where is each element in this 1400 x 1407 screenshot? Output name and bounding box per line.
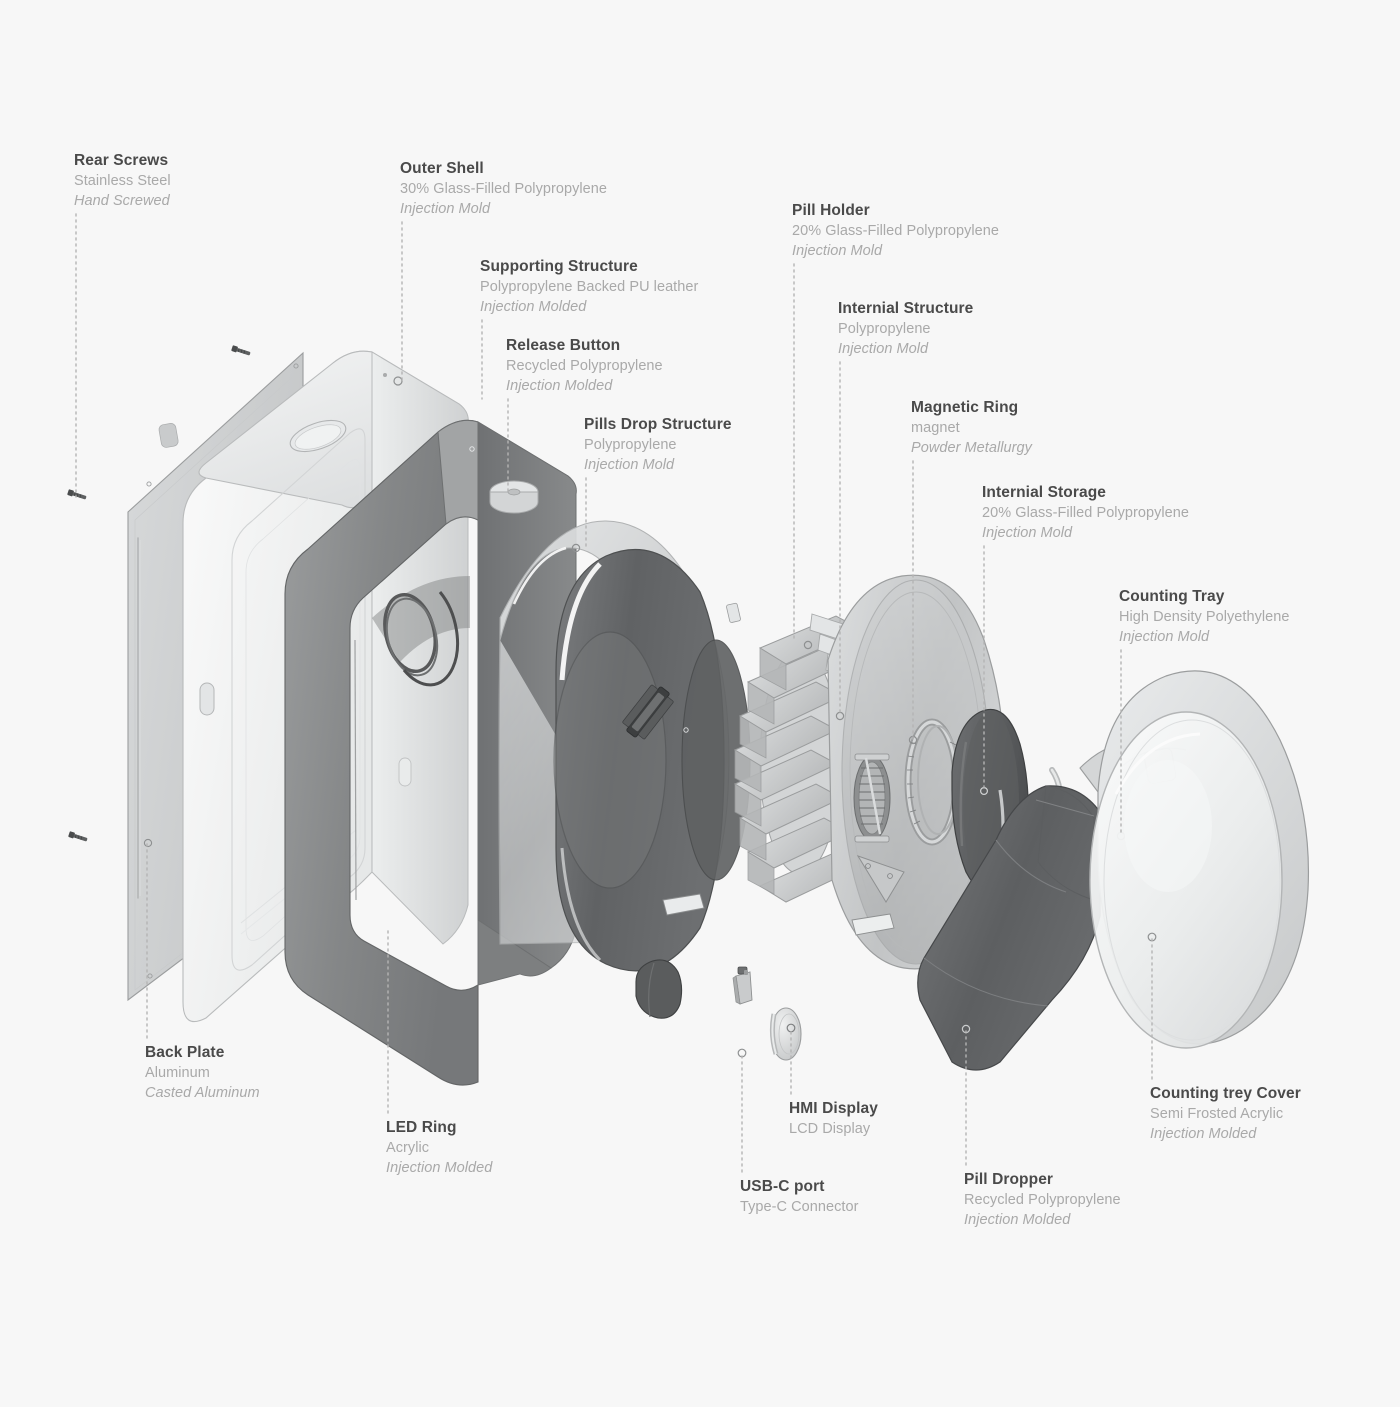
callout-material: Polypropylene: [584, 437, 677, 454]
callout-process: Injection Molded: [1150, 1125, 1257, 1142]
part-hmi-display: [769, 1007, 802, 1061]
callout-title: Counting Tray: [1119, 588, 1225, 605]
callout-title: Pill Holder: [792, 202, 870, 219]
callout-material: magnet: [911, 420, 960, 437]
callout-title: Magnetic Ring: [911, 399, 1019, 416]
callout-title: HMI Display: [789, 1100, 878, 1117]
callout-title: Internial Storage: [982, 484, 1107, 501]
callout-title: USB-C port: [740, 1178, 825, 1195]
callout-title: Outer Shell: [400, 160, 484, 177]
callout-process: Injection Mold: [1119, 628, 1210, 645]
part-internial-structure: [827, 574, 1005, 970]
callout-internial-storage: Internial Storage 20% Glass-Filled Polypr…: [982, 483, 1189, 543]
callout-process: Injection Mold: [982, 524, 1073, 541]
callout-process: Injection Molded: [964, 1211, 1071, 1228]
callout-material: 20% Glass-Filled Polypropylene: [982, 505, 1190, 522]
callout-material: Polypropylene: [838, 321, 931, 338]
callout-process: Injection Mold: [400, 200, 491, 217]
callout-title: LED Ring: [386, 1119, 457, 1136]
callout-pill-holder: Pill Holder 20% Glass-Filled Polypropylen…: [792, 201, 999, 261]
callout-process: Injection Mold: [792, 242, 883, 259]
callout-process: Injection Mold: [584, 456, 675, 473]
callout-outer-shell: Outer Shell 30% Glass-Filled Polypropylen…: [400, 159, 607, 219]
callout-material: 30% Glass-Filled Polypropylene: [400, 181, 608, 198]
leader-lines: [75, 213, 1153, 1173]
callout-material: Stainless Steel: [74, 173, 171, 190]
part-usb-c-port: [732, 966, 753, 1058]
callout-process: Injection Molded: [480, 298, 587, 315]
callout-material: LCD Display: [789, 1121, 871, 1138]
callout-process: Powder Metallurgy: [911, 439, 1032, 456]
callout-process: Injection Molded: [506, 377, 613, 394]
callout-material: High Density Polyethylene: [1119, 609, 1290, 626]
part-pills-drop-structure: [553, 548, 751, 972]
detail-snap-ring: [383, 591, 460, 687]
callout-title: Rear Screws: [74, 152, 169, 169]
part-release-button: [635, 959, 683, 1019]
callout-title: Supporting Structure: [480, 258, 638, 275]
callout-material: Aluminum: [145, 1065, 210, 1082]
callout-material: Recycled Polypropylene: [506, 358, 663, 375]
callout-material: Type-C Connector: [740, 1199, 859, 1216]
part-rear-screws: [67, 345, 251, 842]
callout-material: Acrylic: [386, 1140, 430, 1157]
callout-title: Release Button: [506, 337, 621, 354]
part-pill-holder: [733, 613, 893, 903]
callout-process: Casted Aluminum: [145, 1084, 260, 1101]
callout-title: Pill Dropper: [964, 1171, 1054, 1188]
callout-title: Internial Structure: [838, 300, 974, 317]
callout-material: Semi Frosted Acrylic: [1150, 1106, 1284, 1123]
part-counting-trey-cover: [1089, 711, 1283, 1049]
callout-material: Polypropylene Backed PU leather: [480, 279, 699, 296]
detail-top-knob: [489, 480, 539, 514]
callout-title: Counting trey Cover: [1150, 1085, 1301, 1102]
callout-process: Injection Molded: [386, 1159, 493, 1176]
callout-process: Hand Screwed: [74, 192, 170, 209]
callout-material: Recycled Polypropylene: [964, 1192, 1121, 1209]
callout-process: Injection Mold: [838, 340, 929, 357]
callout-title: Back Plate: [145, 1044, 225, 1061]
callout-material: 20% Glass-Filled Polypropylene: [792, 223, 1000, 240]
callout-title: Pills Drop Structure: [584, 416, 732, 433]
